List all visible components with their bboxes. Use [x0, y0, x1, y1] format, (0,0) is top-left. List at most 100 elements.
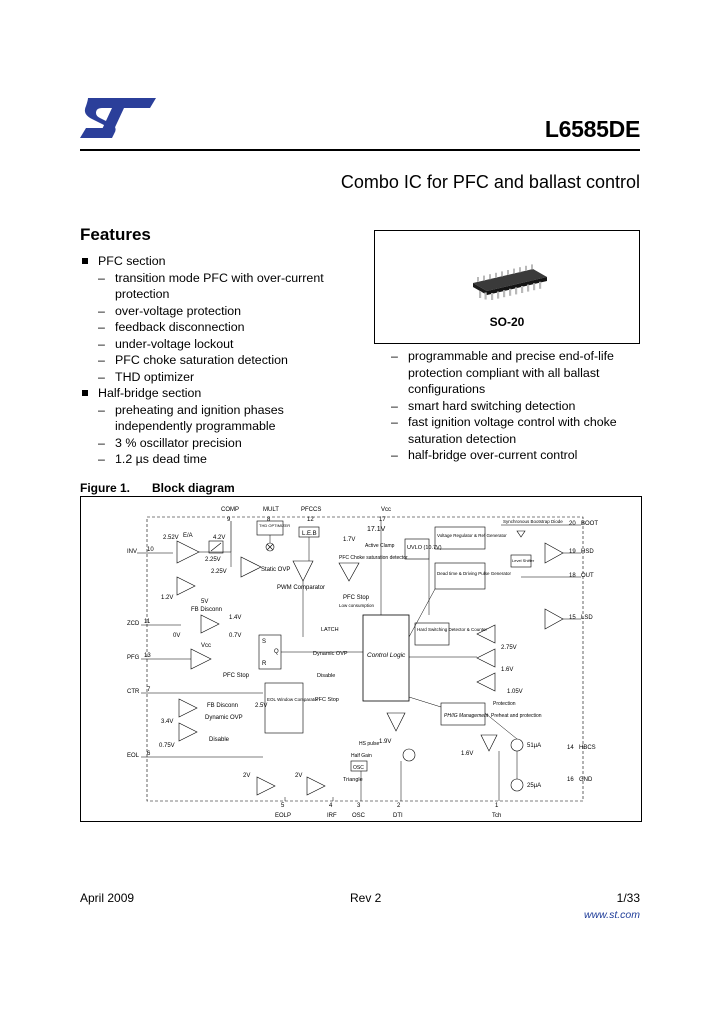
- pin-ctr: CTR 7: [127, 687, 263, 695]
- pin-label: IRF: [327, 813, 337, 819]
- v105-label: 1.05V: [507, 689, 523, 695]
- pin-number: 9: [227, 517, 231, 523]
- v16b-label: 1.6V: [461, 751, 473, 757]
- pin-pfccs: PFCCS 12: [301, 507, 321, 523]
- preheat-label: Preheat and protection: [491, 713, 542, 719]
- current-source-51ua: [510, 738, 524, 752]
- pin-boot: 20 BOOT: [569, 521, 598, 527]
- uvlo-box: [404, 538, 430, 560]
- v171-label: 17.1V: [367, 526, 386, 533]
- pin-hbcs: 14 HBCS: [567, 745, 596, 751]
- choke-saturation-comparator: [338, 562, 360, 582]
- hs-pulse-label: HS pulse: [359, 741, 380, 747]
- sr-r-label: R: [262, 661, 267, 667]
- pin-eol: EOL 6: [127, 751, 263, 759]
- pin-number: 17: [379, 517, 386, 523]
- part-number: L6585DE: [544, 116, 640, 142]
- pin-label: CTR: [127, 689, 140, 695]
- error-amplifier: [176, 521, 232, 564]
- pin-hsd: 19 HSD: [569, 549, 594, 555]
- pin-label: MULT: [263, 507, 279, 513]
- footer-date: April 2009: [80, 891, 135, 905]
- so20-package-image: [473, 264, 547, 300]
- figure-title: Block diagram: [152, 481, 235, 495]
- half-gain-label: Half Gain: [351, 753, 372, 759]
- osc-comparator: [386, 712, 406, 732]
- pfc-choke-label: PFC Choke saturation detector: [339, 555, 408, 561]
- ph-ig-label: PH/IG Management: [444, 713, 489, 719]
- static-ovp-label: Static OVP: [261, 567, 290, 573]
- pin-inv: INV 10: [127, 547, 173, 555]
- bootstrap-diode-icon: [516, 530, 526, 538]
- pin-number: 20: [569, 521, 576, 527]
- v252-label: 2.52V: [163, 535, 179, 541]
- feature-item: fast ignition voltage control with choke…: [374, 414, 640, 447]
- pwm-comparator: [292, 560, 314, 582]
- level-shifter-box: [510, 554, 532, 568]
- feature-item: THD optimizer: [80, 369, 340, 386]
- v17-label: 1.7V: [343, 537, 355, 543]
- pin-label: Tch: [492, 813, 501, 819]
- pin-lsd: 15 LSD: [569, 615, 593, 621]
- pin-number: 19: [569, 549, 576, 555]
- pin-label: LSD: [581, 615, 593, 621]
- feature-item: over-voltage protection: [80, 303, 340, 320]
- pfc-stop-b-label: PFC Stop: [315, 697, 339, 703]
- feature-item: half-bridge over-current control: [374, 447, 640, 464]
- pin-label: PFCCS: [301, 507, 321, 513]
- eol-window-label: EOL Window Comparator: [267, 697, 319, 702]
- pin-number: 12: [307, 517, 314, 523]
- v34-label: 3.4V: [161, 719, 173, 725]
- ctr-comparator-b: [178, 722, 198, 742]
- v16a-label: 1.6V: [501, 667, 513, 673]
- pin-number: 4: [329, 803, 333, 809]
- v14-label: 1.4V: [229, 615, 241, 621]
- hard-switching-box: [414, 622, 450, 646]
- dynamic-ovp-a-label: Dynamic OVP: [313, 651, 348, 657]
- features-heading: Features: [80, 225, 151, 244]
- fb-disc-b-label: FB Disconn: [207, 703, 238, 709]
- pin-irf: 4 IRF: [327, 803, 337, 819]
- level-shifter-label: Level Shifter: [512, 558, 535, 563]
- figure-caption: Figure 1.Block diagram: [80, 481, 235, 495]
- footer-url[interactable]: www.st.com: [583, 909, 640, 921]
- v07-label: 0.7V: [229, 633, 241, 639]
- v19-label: 1.9V: [379, 739, 391, 745]
- current-source-osc: [402, 748, 416, 762]
- v5-label: 5V: [201, 599, 208, 605]
- pin-number: 16: [567, 777, 574, 783]
- pfc-stop-c-label: PFC Stop: [223, 673, 250, 679]
- st-logo: [80, 98, 156, 138]
- active-clamp-label: Active Clamp: [365, 543, 395, 549]
- dynamic-ovp-b-label: Dynamic OVP: [205, 715, 243, 721]
- sync-diode-label: Synchronous Bootstrap Diode: [503, 519, 563, 524]
- pin-number: 13: [144, 653, 151, 659]
- pin-label: INV: [127, 549, 137, 555]
- pin-number: 2: [397, 803, 401, 809]
- v2b-label: 2V: [295, 773, 302, 779]
- control-logic-label: Control Logic: [367, 652, 406, 659]
- sr-q-label: Q: [274, 649, 279, 655]
- pin-label: BOOT: [581, 521, 598, 527]
- v075-label: 0.75V: [159, 743, 175, 749]
- fb-disc-label: FB Disconn: [191, 607, 222, 613]
- hard-switching-label: Hard Switching Detector & Counter: [417, 627, 488, 632]
- feature-item: transition mode PFC with over-current pr…: [80, 270, 340, 303]
- comparator-12v: [176, 576, 196, 596]
- pin-zcd: ZCD 11: [127, 619, 181, 627]
- hbcs-comparator-105: [476, 672, 496, 692]
- uvlo-label: UVLO (10.7V): [407, 545, 442, 551]
- disable-b-label: Disable: [209, 737, 230, 743]
- pin-vcc: Vcc 17: [379, 507, 391, 523]
- v2a-label: 2V: [243, 773, 250, 779]
- package-box: SO-20: [374, 230, 640, 344]
- irf-comparator: [306, 776, 326, 796]
- thd-label: THD OPTIMIZER: [259, 523, 290, 528]
- package-label: SO-20: [489, 315, 525, 329]
- pin-tch: 1 Tch: [492, 803, 501, 819]
- v12-label: 1.2V: [161, 595, 173, 601]
- ctr-comparator-a: [178, 698, 198, 718]
- pin-pfg: PFG 13: [127, 653, 191, 661]
- pin-number: 8: [267, 517, 271, 523]
- pin-number: 15: [569, 615, 576, 621]
